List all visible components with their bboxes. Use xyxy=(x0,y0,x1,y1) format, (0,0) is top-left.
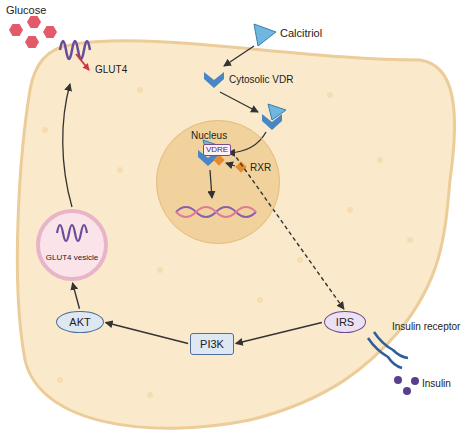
calcitriol-symbol xyxy=(268,104,286,120)
signal-arrow xyxy=(236,322,322,343)
heterodimer-arrow xyxy=(226,163,235,166)
hormone-label: Insulin xyxy=(422,378,451,390)
glucose-uptake-arrow xyxy=(76,54,89,70)
dna-binding-arrow xyxy=(210,170,212,198)
protein-label: Cytosolic VDR xyxy=(229,74,293,86)
kinase-oval: AKT xyxy=(56,311,103,334)
node-text: PI3K xyxy=(200,338,224,351)
molecule-label: Glucose xyxy=(6,4,46,17)
glucose-molecules xyxy=(9,16,57,48)
dna-strand xyxy=(176,207,256,217)
insulin-molecules xyxy=(394,376,419,395)
vesicle-glut4 xyxy=(57,225,87,241)
translocation-arrow xyxy=(63,84,72,207)
node-text: GLUT4 vesicle xyxy=(36,253,108,262)
binding-arrow xyxy=(224,46,254,66)
node-text: VDRE xyxy=(206,145,228,154)
kinase-box: PI3K xyxy=(190,333,234,356)
vesicle-membrane xyxy=(38,211,106,279)
protein-label: RXR xyxy=(250,162,271,174)
response-element: VDRE xyxy=(203,144,231,155)
receptor-label: Insulin receptor xyxy=(392,321,460,333)
signal-arrow xyxy=(106,322,188,343)
rxr-symbol xyxy=(213,154,224,165)
molecule-label: Calcitriol xyxy=(280,27,322,40)
import-arrow xyxy=(228,132,266,153)
complex-arrow xyxy=(220,92,258,112)
signal-arrow xyxy=(232,152,344,309)
vesicle: GLUT4 vesicle xyxy=(36,209,108,281)
node-text: Nucleus xyxy=(191,130,227,142)
calcitriol-symbol xyxy=(254,24,276,46)
dna-strand xyxy=(176,207,256,217)
glut4-transporter xyxy=(60,41,90,59)
nucleus-fill xyxy=(156,120,280,244)
vdr-symbol xyxy=(204,72,224,88)
signal-arrow xyxy=(73,283,80,309)
cell-membrane xyxy=(17,41,454,428)
nucleus: NucleusVDRE xyxy=(156,120,280,244)
node-text: AKT xyxy=(69,316,90,329)
protein-label: GLUT4 xyxy=(95,64,127,76)
node-text: IRS xyxy=(336,316,354,329)
insulin-receptor xyxy=(374,332,408,358)
